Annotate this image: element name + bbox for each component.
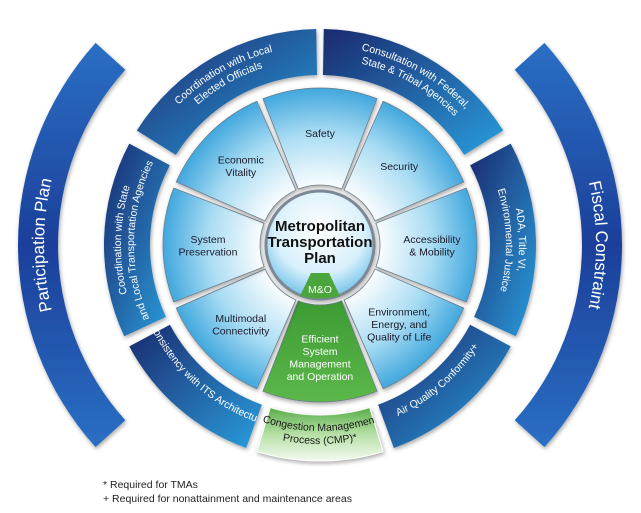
- wedge-label-line: Connectivity: [212, 325, 270, 337]
- wedge-label-line: Safety: [305, 128, 336, 140]
- hub-title-line: Transportation: [267, 234, 372, 251]
- wedge-label-accessibility: Accessibility& Mobility: [403, 234, 461, 259]
- wedge-label-security: Security: [380, 161, 419, 173]
- wedge-label-line: Management: [289, 358, 350, 370]
- wedge-label-line: System: [190, 234, 225, 246]
- ring-segment-coordination-local: [136, 29, 318, 155]
- wedge-label-line: Vitality: [225, 167, 256, 179]
- hub-title-line: Plan: [304, 250, 336, 267]
- wedge-system-preservation: [162, 187, 265, 303]
- ring-segment-air-quality: [378, 324, 511, 448]
- mo-label: M&O: [308, 284, 332, 296]
- ring-segment-consultation-federal: [322, 29, 504, 155]
- ring-label-ada-title-vi-text: ADA, Title VI,: [513, 207, 528, 272]
- wedge-label-line: Multimodal: [215, 313, 266, 325]
- wedge-label-line: Environment,: [368, 307, 430, 319]
- wedge-label-line: and Operation: [287, 371, 354, 383]
- ring-segment-its-architecture: [129, 324, 262, 448]
- wedge-label-line: Preservation: [179, 246, 238, 258]
- wedge-label-line: Security: [380, 161, 419, 173]
- footnote: + Required for nonattainment and mainten…: [103, 493, 352, 505]
- wedge-safety: [262, 87, 378, 190]
- mo-wedge: [300, 273, 340, 299]
- ring-label-cmp: Process (CMP)*: [282, 432, 358, 447]
- wedge-label-line: Economic: [218, 155, 264, 167]
- ring-segment-coordination-state: [104, 143, 170, 337]
- wedge-label-line: & Mobility: [409, 246, 455, 258]
- hub-title-line: Metropolitan: [275, 218, 365, 235]
- wedge-label-line: System: [302, 346, 337, 358]
- wedge-multimodal: [175, 268, 297, 390]
- ring-segment-cmp: [256, 406, 384, 462]
- wedge-economic-vitality: [175, 100, 297, 222]
- wedge-environment: [343, 268, 465, 390]
- wedge-accessibility: [375, 187, 478, 303]
- wedge-efficient: [262, 300, 378, 403]
- ring-segment-ada-title-vi: [470, 143, 536, 337]
- wedge-label-line: Energy, and: [371, 319, 427, 331]
- participation-plan-arc: [17, 42, 126, 448]
- hub-circle: [264, 189, 376, 301]
- footnote: * Required for TMAs: [103, 479, 198, 491]
- wedge-label-line: Efficient: [301, 333, 338, 345]
- wedge-security: [343, 100, 465, 222]
- ring-label-cmp-text: Process (CMP)*: [282, 432, 358, 447]
- ring-label-ada-title-vi: ADA, Title VI,: [513, 207, 528, 272]
- wedge-label-line: Quality of Life: [367, 332, 431, 344]
- fiscal-constraint-arc: [514, 42, 622, 448]
- wedge-label-line: Accessibility: [403, 234, 461, 246]
- wedge-label-safety: Safety: [305, 128, 336, 140]
